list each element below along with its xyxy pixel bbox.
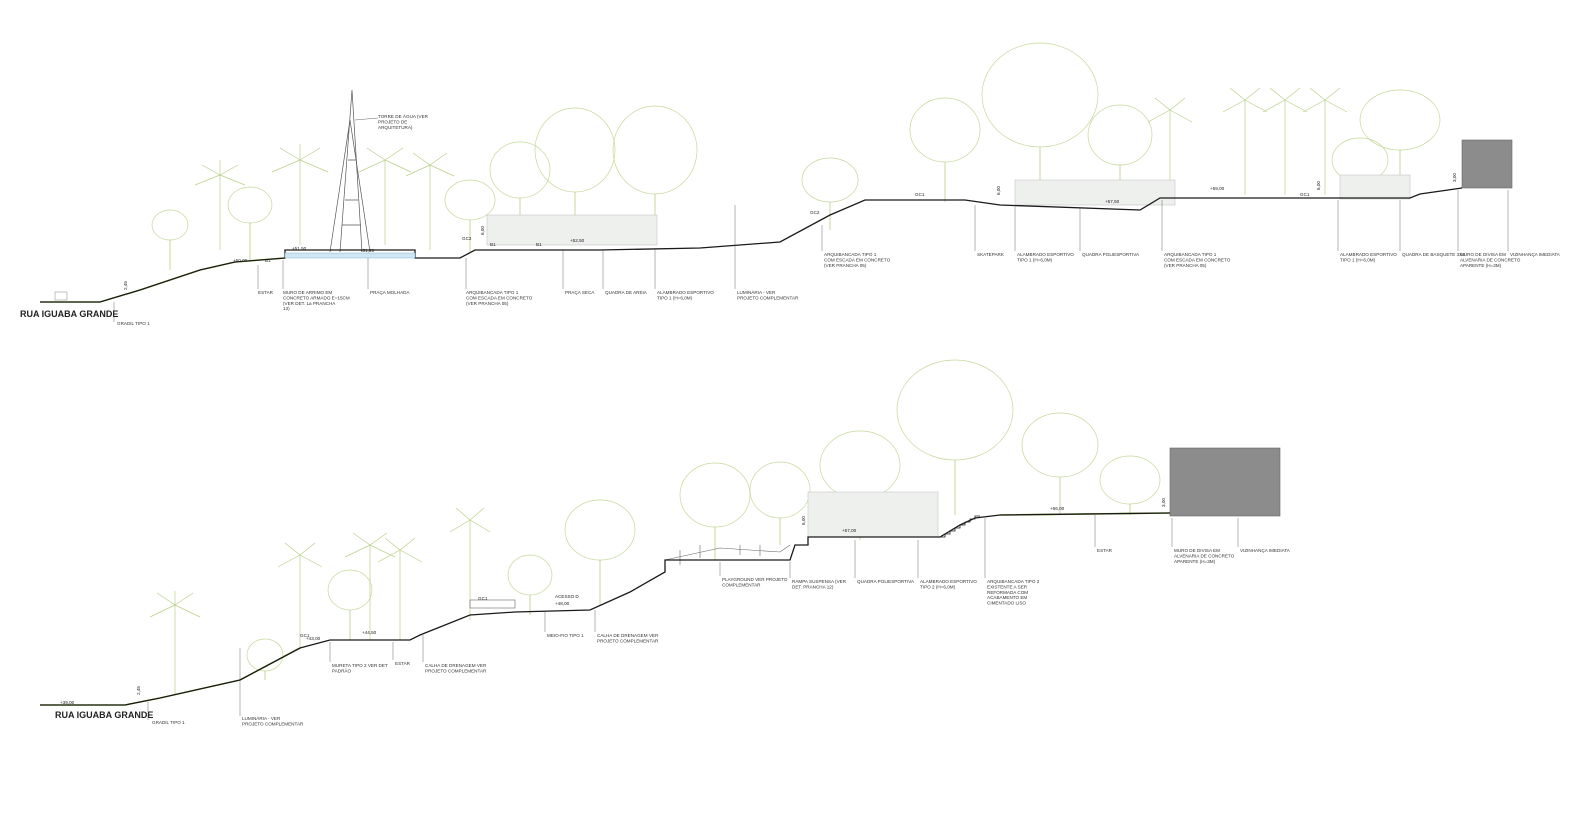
tag: GC1 <box>300 633 310 638</box>
level-tag: +51,50 <box>292 246 307 251</box>
section-2: RUA IGUABA GRANDE +39,00 +43,00 +44,50 +… <box>40 359 1291 726</box>
praca-molhada-water <box>284 252 416 259</box>
section-2-street-name: RUA IGUABA GRANDE <box>55 710 153 720</box>
label-gradil-2: GRADIL TIPO 1 <box>152 720 185 725</box>
muro-divisa-1 <box>1461 139 1513 189</box>
label-estar-3: ESTAR <box>1097 548 1113 553</box>
section-1-levels: +50,00 +51,50 +51,20 +52,50 +57,50 +59,0… <box>233 186 1225 263</box>
label-praca-molhada: PRAÇA MOLHADA <box>370 290 411 295</box>
height-dim: 6,00 <box>801 516 806 525</box>
tag: ACESSO D <box>555 594 579 599</box>
height-dim: 6,00 <box>1316 181 1321 190</box>
section-1-tags: B1 GC2 B1 B1 GC2 GC1 GC1 <box>265 192 1310 263</box>
label-quadra-areia: QUADRA DE AREIA <box>605 290 648 295</box>
label-meio-fio: MEIO-FIO TIPO 1 <box>547 633 584 638</box>
level-tag: +48,00 <box>555 601 570 606</box>
street-bench <box>54 291 68 301</box>
level-tag: +51,20 <box>360 248 375 253</box>
section-1-street-name: RUA IGUABA GRANDE <box>20 309 118 319</box>
alambrado-quadra-areia <box>486 214 658 246</box>
label-vizinhanca-1: VIZINHANÇA IMEDIATA <box>1510 252 1561 257</box>
level-tag: +43,00 <box>306 636 321 641</box>
label-quadra-basquete: QUADRA DE BASQUETE 3X3 <box>1402 252 1465 257</box>
section-2-terrain <box>40 512 1171 706</box>
tag: GC1 <box>915 192 925 197</box>
section-1-terrain <box>40 187 1463 303</box>
alambrado-quadra-poli <box>1014 179 1176 206</box>
level-tag: +44,50 <box>362 630 377 635</box>
alambrado-basquete <box>1339 174 1411 200</box>
height-dim: 3,00 <box>1452 173 1457 182</box>
label-vizinhanca-2: VIZINHANÇA IMEDIATA <box>1240 548 1291 553</box>
height-dim: 6,00 <box>996 186 1001 195</box>
tag: GC2 <box>810 210 820 215</box>
tag: GC1 <box>478 596 488 601</box>
acesso-bridge <box>469 599 516 609</box>
height-dim: 2,45 <box>123 281 128 290</box>
label-praca-seca: PRAÇA SECA <box>565 290 595 295</box>
alambrado-quadra-poli-2 <box>807 491 939 538</box>
label-skatepark: SKATEPARK <box>977 252 1005 257</box>
label-quadra-poli-2: QUADRA POLIESPORTIVA <box>857 579 915 584</box>
section-2-vegetation <box>149 359 1161 695</box>
level-tag: +52,50 <box>570 238 585 243</box>
label-gradil: GRADIL TIPO 1 <box>117 321 150 326</box>
height-dim: 2,45 <box>136 686 141 695</box>
arquibancada-steps <box>940 515 980 538</box>
tag: B1 <box>490 242 496 247</box>
playground-structure <box>664 544 791 565</box>
level-tag: +66,00 <box>1050 506 1065 511</box>
tag: GC1 <box>1300 192 1310 197</box>
level-tag: +39,00 <box>60 700 75 705</box>
tag: GC2 <box>462 236 472 241</box>
tag: B1 <box>265 258 271 263</box>
level-tag: +57,00 <box>842 528 857 533</box>
level-tag: +57,50 <box>1105 199 1120 204</box>
level-tag: +59,00 <box>1210 186 1225 191</box>
level-tag: +50,00 <box>233 258 248 263</box>
water-tower <box>329 89 371 253</box>
label-estar-2: ESTAR <box>395 661 411 666</box>
tag: B1 <box>536 242 542 247</box>
section-2-heights: 2,45 6,00 3,00 <box>136 498 1166 695</box>
section-2-levels: +39,00 +43,00 +44,50 +48,00 +57,00 +66,0… <box>60 506 1065 705</box>
height-dim: 3,00 <box>1161 498 1166 507</box>
section-1-heights: 2,45 6,00 6,00 6,00 3,00 <box>123 173 1457 290</box>
label-estar: ESTAR <box>258 290 274 295</box>
section-1: RUA IGUABA GRANDE +50,00 +51,50 +51,20 +… <box>20 42 1561 326</box>
height-dim: 6,00 <box>480 226 485 235</box>
muro-divisa-2 <box>1169 447 1281 517</box>
section-1-vegetation <box>151 42 1441 270</box>
section-2-tags: GC1 GC1 ACESSO D <box>300 594 579 638</box>
label-quadra-poli-1: QUADRA POLIESPORTIVA <box>1082 252 1140 257</box>
